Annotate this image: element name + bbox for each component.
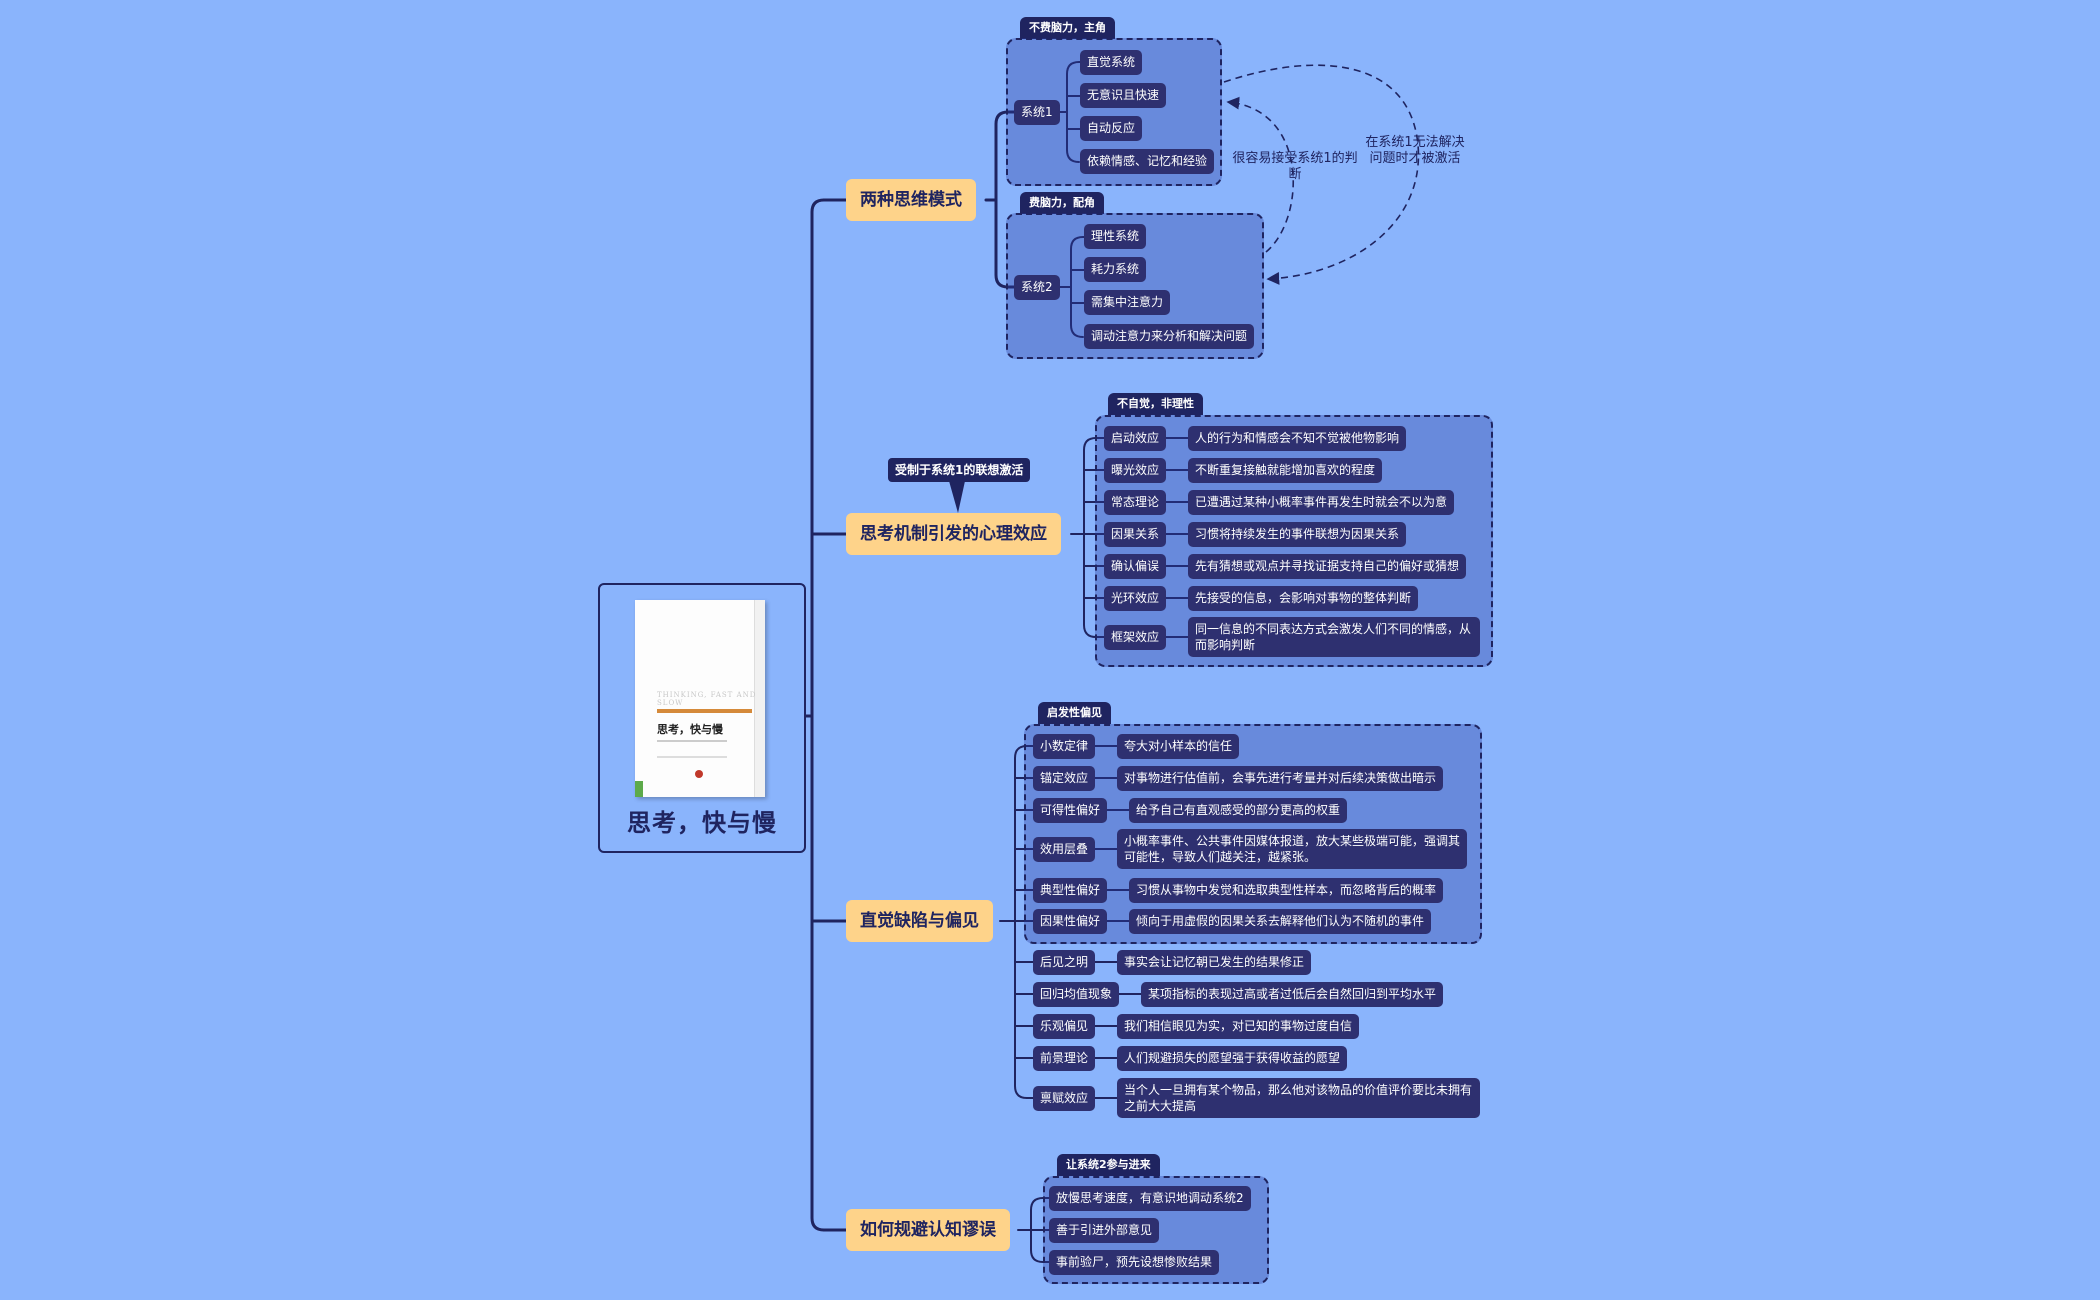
bias-name[interactable]: 因果性偏好 xyxy=(1033,909,1108,934)
effect-name[interactable]: 确认偏误 xyxy=(1104,554,1167,579)
system2-node[interactable]: 系统2 xyxy=(1014,275,1060,300)
callout-associative-activation[interactable]: 受制于系统1的联想激活 xyxy=(888,458,1031,482)
relation-label-accept[interactable]: 很容易接受系统1的判断 xyxy=(1232,151,1358,182)
book-tab xyxy=(635,781,643,797)
book-english-title: THINKING, FAST AND SLOW xyxy=(657,691,757,707)
callout-pointer xyxy=(949,481,965,513)
summary-label-heuristic[interactable]: 启发性偏见 xyxy=(1038,702,1111,724)
effect-desc[interactable]: 人的行为和情感会不知不觉被他物影响 xyxy=(1188,426,1407,451)
avoid-item[interactable]: 放慢思考速度，有意识地调动系统2 xyxy=(1049,1186,1251,1211)
bias-name[interactable]: 禀赋效应 xyxy=(1033,1086,1096,1111)
system2-item[interactable]: 耗力系统 xyxy=(1084,257,1147,282)
bias-desc[interactable]: 我们相信眼见为实，对已知的事物过度自信 xyxy=(1117,1014,1360,1039)
bias-desc[interactable]: 倾向于用虚假的因果关系去解释他们认为不随机的事件 xyxy=(1129,909,1432,934)
book-spine xyxy=(754,600,765,797)
system2-item[interactable]: 需集中注意力 xyxy=(1084,290,1171,315)
effect-name[interactable]: 启动效应 xyxy=(1104,426,1167,451)
bias-desc[interactable]: 习惯从事物中发觉和选取典型性样本，而忽略背后的概率 xyxy=(1129,878,1444,903)
system1-node[interactable]: 系统1 xyxy=(1014,100,1060,125)
bias-desc[interactable]: 某项指标的表现过高或者过低后会自然回归到平均水平 xyxy=(1141,982,1444,1007)
summary-label-system2-involve[interactable]: 让系统2参与进来 xyxy=(1057,1154,1160,1176)
effect-desc[interactable]: 已遭遇过某种小概率事件再发生时就会不以为意 xyxy=(1188,490,1455,515)
main-topic-psych-effects[interactable]: 思考机制引发的心理效应 xyxy=(846,513,1061,555)
bias-name[interactable]: 锚定效应 xyxy=(1033,766,1096,791)
relation-label-activate[interactable]: 在系统1无法解决 问题时才被激活 xyxy=(1365,135,1465,166)
bias-name[interactable]: 后见之明 xyxy=(1033,950,1096,975)
effect-name[interactable]: 曝光效应 xyxy=(1104,458,1167,483)
main-topic-two-modes[interactable]: 两种思维模式 xyxy=(846,179,976,221)
effect-desc[interactable]: 不断重复接触就能增加喜欢的程度 xyxy=(1188,458,1383,483)
book-cover-title: 思考，快与慢 xyxy=(657,723,723,736)
main-topic-biases[interactable]: 直觉缺陷与偏见 xyxy=(846,900,993,942)
system1-item[interactable]: 依赖情感、记忆和经验 xyxy=(1080,149,1215,174)
book-cover-image: THINKING, FAST AND SLOW 思考，快与慢 xyxy=(635,600,765,797)
summary-label-system1[interactable]: 不费脑力，主角 xyxy=(1020,17,1115,39)
system1-item[interactable]: 无意识且快速 xyxy=(1080,83,1167,108)
summary-label-system2[interactable]: 费脑力，配角 xyxy=(1020,192,1104,214)
bias-desc[interactable]: 小概率事件、公共事件因媒体报道，放大某些极端可能，强调其可能性，导致人们越关注，… xyxy=(1117,829,1467,869)
bias-name[interactable]: 效用层叠 xyxy=(1033,837,1096,862)
effect-name[interactable]: 因果关系 xyxy=(1104,522,1167,547)
pencil-graphic xyxy=(657,709,752,713)
system2-item[interactable]: 理性系统 xyxy=(1084,224,1147,249)
bias-name[interactable]: 回归均值现象 xyxy=(1033,982,1120,1007)
summary-label-effects[interactable]: 不自觉，非理性 xyxy=(1108,393,1203,415)
root-topic[interactable]: THINKING, FAST AND SLOW 思考，快与慢 思考，快与慢 xyxy=(598,583,806,853)
bias-name[interactable]: 典型性偏好 xyxy=(1033,878,1108,903)
effect-desc[interactable]: 先有猜想或观点并寻找证据支持自己的偏好或猜想 xyxy=(1188,554,1467,579)
effect-name[interactable]: 光环效应 xyxy=(1104,586,1167,611)
bias-desc[interactable]: 当个人一旦拥有某个物品，那么他对该物品的价值评价要比未拥有之前大大提高 xyxy=(1117,1078,1480,1118)
system1-item[interactable]: 直觉系统 xyxy=(1080,50,1143,75)
avoid-item[interactable]: 善于引进外部意见 xyxy=(1049,1218,1160,1243)
system2-item[interactable]: 调动注意力来分析和解决问题 xyxy=(1084,324,1255,349)
bias-desc[interactable]: 给予自己有直观感受的部分更高的权重 xyxy=(1129,798,1348,823)
effect-name[interactable]: 常态理论 xyxy=(1104,490,1167,515)
bias-name[interactable]: 乐观偏见 xyxy=(1033,1014,1096,1039)
effect-desc[interactable]: 习惯将持续发生的事件联想为因果关系 xyxy=(1188,522,1407,547)
publisher-logo-icon xyxy=(695,770,703,778)
effect-desc[interactable]: 先接受的信息，会影响对事物的整体判断 xyxy=(1188,586,1419,611)
bias-name[interactable]: 可得性偏好 xyxy=(1033,798,1108,823)
root-title: 思考，快与慢 xyxy=(627,809,777,837)
system1-item[interactable]: 自动反应 xyxy=(1080,116,1143,141)
effect-name[interactable]: 框架效应 xyxy=(1104,625,1167,650)
bias-desc[interactable]: 人们规避损失的愿望强于获得收益的愿望 xyxy=(1117,1046,1348,1071)
bias-name[interactable]: 小数定律 xyxy=(1033,734,1096,759)
bias-desc[interactable]: 事实会让记忆朝已发生的结果修正 xyxy=(1117,950,1312,975)
bias-desc[interactable]: 夸大对小样本的信任 xyxy=(1117,734,1240,759)
bias-name[interactable]: 前景理论 xyxy=(1033,1046,1096,1071)
bias-desc[interactable]: 对事物进行估值前，会事先进行考量并对后续决策做出暗示 xyxy=(1117,766,1444,791)
effect-desc[interactable]: 同一信息的不同表达方式会激发人们不同的情感，从而影响判断 xyxy=(1188,617,1480,657)
avoid-item[interactable]: 事前验尸，预先设想惨败结果 xyxy=(1049,1250,1220,1275)
book-author-lines xyxy=(657,740,727,758)
main-topic-avoid-fallacies[interactable]: 如何规避认知谬误 xyxy=(846,1209,1010,1251)
